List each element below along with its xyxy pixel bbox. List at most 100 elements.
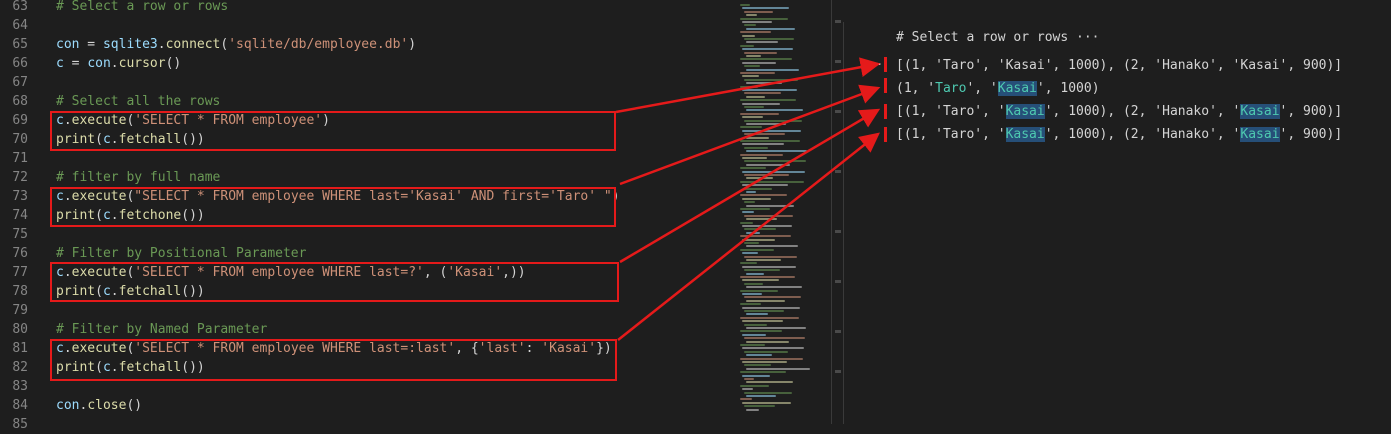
minimap-line bbox=[740, 384, 769, 387]
code-token: = bbox=[63, 56, 88, 71]
highlight-box-named bbox=[50, 339, 617, 381]
code-line[interactable]: 74 print(c.fetchone()) bbox=[0, 206, 732, 225]
scroll-marker bbox=[835, 110, 841, 113]
line-number: 66 bbox=[12, 56, 28, 71]
code-token: con bbox=[56, 398, 80, 413]
minimap-line bbox=[744, 255, 797, 258]
code-token: close bbox=[87, 398, 127, 413]
minimap-line bbox=[740, 357, 803, 360]
minimap-line bbox=[744, 391, 792, 394]
code-token: ()) bbox=[181, 284, 205, 299]
minimap-line bbox=[740, 180, 804, 183]
code-text[interactable]: con.close() bbox=[56, 396, 142, 415]
minimap-line bbox=[746, 82, 782, 85]
minimap-line bbox=[742, 401, 791, 404]
code-text[interactable]: # Filter by Positional Parameter bbox=[56, 244, 306, 263]
code-token: () bbox=[126, 398, 143, 413]
code-line[interactable]: 68# Select all the rows bbox=[0, 92, 732, 111]
code-line[interactable]: 76# Filter by Positional Parameter bbox=[0, 244, 732, 263]
output-segment: ', 900)] bbox=[1279, 127, 1343, 142]
minimap-line bbox=[744, 282, 763, 285]
code-token: () bbox=[165, 56, 182, 71]
code-line[interactable]: 80# Filter by Named Parameter bbox=[0, 320, 732, 339]
code-line[interactable]: 71 bbox=[0, 149, 732, 168]
code-token: c bbox=[102, 208, 111, 223]
code-line[interactable]: 79 bbox=[0, 301, 732, 320]
code-text[interactable]: print(c.fetchall()) bbox=[56, 282, 205, 301]
minimap-line bbox=[744, 350, 788, 353]
code-text[interactable]: c = con.cursor() bbox=[56, 54, 181, 73]
minimap-line bbox=[744, 119, 802, 122]
code-line[interactable]: 85 bbox=[0, 415, 732, 434]
code-text[interactable]: print(c.fetchall()) bbox=[56, 358, 205, 377]
code-token: execute bbox=[71, 265, 127, 280]
pane-divider bbox=[831, 0, 832, 424]
code-text[interactable]: c.execute('SELECT * FROM employee WHERE … bbox=[56, 263, 526, 282]
minimap-line bbox=[744, 78, 798, 81]
code-token: print bbox=[56, 132, 96, 147]
minimap-line bbox=[746, 286, 802, 289]
more-icon[interactable]: ··· bbox=[1076, 30, 1100, 45]
code-token: ( bbox=[220, 37, 229, 52]
code-text[interactable]: c.execute('SELECT * FROM employee') bbox=[56, 111, 330, 130]
code-text[interactable]: # filter by full name bbox=[56, 168, 220, 187]
minimap-line bbox=[744, 405, 775, 408]
minimap-line bbox=[746, 41, 778, 44]
editor-scrollbar[interactable] bbox=[833, 0, 843, 424]
code-text[interactable]: # Select a row or rows bbox=[56, 0, 228, 16]
line-number: 71 bbox=[12, 151, 28, 166]
output-line: [(1, 'Taro', 'Kasai', 1000), (2, 'Hanako… bbox=[896, 54, 1342, 77]
code-line[interactable]: 72# filter by full name bbox=[0, 168, 732, 187]
minimap-line bbox=[746, 123, 786, 125]
output-marker-4 bbox=[884, 127, 887, 142]
code-token: connect bbox=[165, 37, 221, 52]
code-token: con bbox=[87, 56, 111, 71]
code-token: = bbox=[79, 37, 103, 52]
code-line[interactable]: 66 c = con.cursor() bbox=[0, 54, 732, 73]
minimap-line bbox=[740, 330, 782, 333]
code-token: c bbox=[102, 360, 111, 375]
code-token: execute bbox=[71, 189, 127, 204]
code-line[interactable]: 64 bbox=[0, 16, 732, 35]
minimap-line bbox=[746, 381, 793, 384]
code-text[interactable]: c.execute("SELECT * FROM employee WHERE … bbox=[56, 187, 620, 206]
code-token: c bbox=[56, 56, 64, 71]
code-line[interactable]: 75 bbox=[0, 225, 732, 244]
code-token: fetchall bbox=[118, 284, 182, 299]
code-line[interactable]: 67 bbox=[0, 73, 732, 92]
output-segment: ', 1000), (2, 'Hanako', ' bbox=[1044, 104, 1241, 119]
code-line[interactable]: 63# Select a row or rows bbox=[0, 0, 732, 16]
output-divider bbox=[843, 22, 844, 424]
minimap-line bbox=[746, 150, 807, 153]
minimap-line bbox=[746, 204, 794, 207]
code-token: ()) bbox=[181, 360, 205, 375]
line-number: 67 bbox=[12, 75, 28, 90]
scroll-marker bbox=[835, 370, 841, 373]
minimap-line bbox=[744, 133, 785, 136]
code-text[interactable]: print(c.fetchall()) bbox=[56, 130, 205, 149]
code-text[interactable]: # Filter by Named Parameter bbox=[56, 320, 267, 339]
code-text[interactable]: # Select all the rows bbox=[56, 92, 220, 111]
minimap-line bbox=[740, 371, 786, 374]
output-segment: ', 1000) bbox=[1036, 81, 1100, 96]
minimap[interactable] bbox=[736, 0, 830, 424]
output-segment: (1, ' bbox=[896, 81, 936, 96]
code-line[interactable]: 83 bbox=[0, 377, 732, 396]
code-text[interactable]: con = sqlite3.connect('sqlite/db/employe… bbox=[56, 35, 416, 54]
scroll-marker bbox=[835, 170, 841, 173]
minimap-line bbox=[746, 95, 765, 98]
code-text[interactable]: c.execute('SELECT * FROM employee WHERE … bbox=[56, 339, 612, 358]
line-number: 74 bbox=[12, 208, 28, 223]
code-text[interactable]: print(c.fetchone()) bbox=[56, 206, 205, 225]
minimap-line bbox=[744, 51, 777, 54]
